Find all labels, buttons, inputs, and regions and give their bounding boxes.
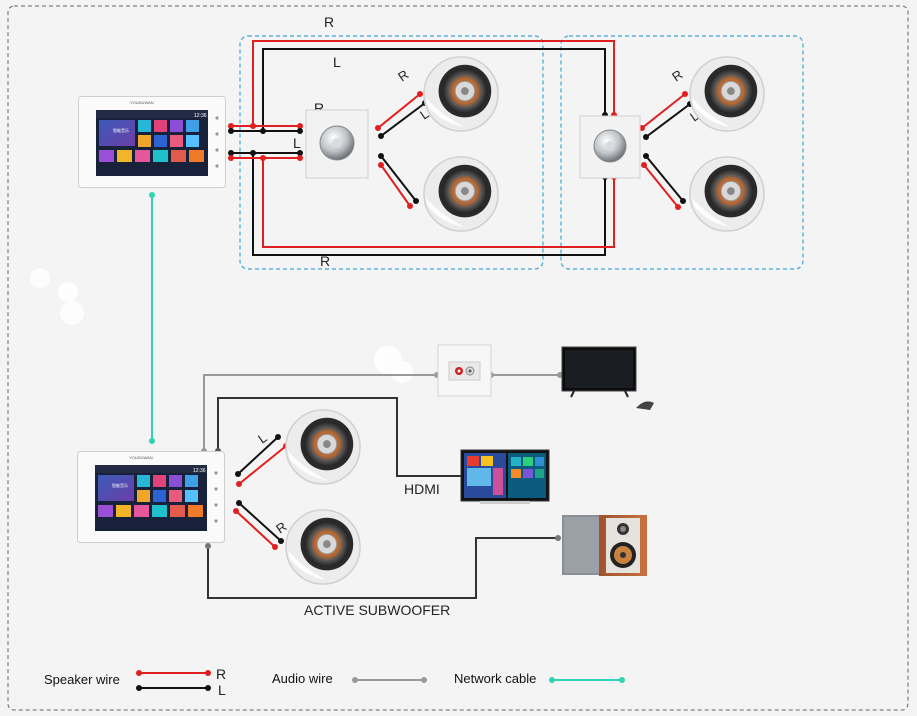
ceiling-speaker-icon (423, 56, 499, 132)
ceiling-speaker-icon (285, 409, 361, 485)
ceiling-speaker-icon (285, 509, 361, 585)
ceiling-speaker-icon (689, 56, 765, 132)
label-r-top: R (324, 14, 334, 30)
label-r-spk1: R (395, 67, 411, 85)
bottom-speaker-wiring (233, 434, 289, 550)
ceiling-speaker-icon (423, 156, 499, 232)
svg-text:12:36: 12:36 (193, 468, 206, 474)
outer-frame (7, 5, 909, 711)
label-r-knob: R (314, 100, 324, 116)
control-panel-bottom: YOUDUWAN 12:36 智能音乐 (77, 451, 225, 543)
subwoofer-audio-wire (205, 535, 561, 599)
bookshelf-speakers-icon (562, 515, 647, 576)
legend-speaker-wire-r: R (216, 666, 226, 682)
tv-icon (561, 346, 654, 410)
legend-speaker-wire: Speaker wire (44, 672, 120, 687)
zone-2-border (560, 35, 804, 270)
background-bokeh (30, 268, 413, 383)
legend-network-cable: Network cable (454, 671, 536, 686)
network-cable-link (149, 192, 155, 444)
panel-time: 12:36 (194, 113, 207, 119)
volume-knob-zone-2 (579, 115, 641, 179)
ceiling-speaker-icon (689, 156, 765, 232)
label-l-top: L (333, 54, 341, 70)
label-r-lower: R (273, 519, 289, 537)
label-r-spk2: R (669, 67, 685, 85)
label-hdmi: HDMI (404, 481, 440, 497)
legend-audio-wire: Audio wire (272, 671, 333, 686)
label-r-bottom: R (320, 253, 330, 269)
zone-1-border (239, 35, 544, 270)
av-wall-plate-icon (437, 344, 492, 397)
panel-brand: YOUDUWAN (130, 100, 154, 105)
smart-tv-icon (460, 449, 550, 504)
legend: Speaker wire R L Audio wire Network cabl… (44, 666, 625, 698)
label-l-knob: L (293, 135, 301, 151)
volume-knob-zone-1 (305, 109, 369, 179)
svg-text:智能音乐: 智能音乐 (112, 482, 128, 488)
legend-speaker-wire-l: L (218, 682, 226, 698)
label-l-lower: L (255, 430, 270, 446)
label-active-subwoofer: ACTIVE SUBWOOFER (304, 602, 450, 618)
top-speaker-wiring (228, 40, 693, 256)
control-panel-top: YOUDUWAN 12:36 智能音乐 (78, 96, 226, 188)
audio-wire-tv (201, 372, 563, 454)
svg-text:YOUDUWAN: YOUDUWAN (129, 455, 153, 460)
panel-tile-text: 智能音乐 (113, 127, 129, 133)
